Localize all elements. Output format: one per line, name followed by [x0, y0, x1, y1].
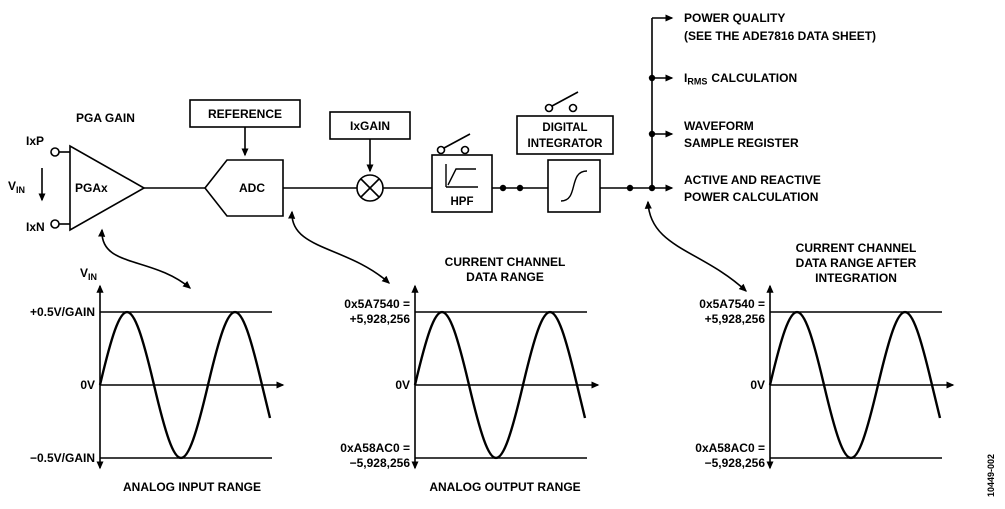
junction-dot-1	[499, 184, 507, 192]
plot3-title-2: DATA RANGE AFTER	[796, 256, 917, 270]
input-label-vin: VIN	[8, 179, 25, 195]
plot3-bottom-label-1: 0xA58AC0 =	[695, 441, 765, 455]
junction-dot-3	[626, 184, 634, 192]
label-waveform-1: WAVEFORM	[684, 119, 754, 133]
reference-label: REFERENCE	[208, 107, 282, 121]
plot2-top-label-2: +5,928,256	[350, 312, 411, 326]
digital-integrator-label-1: DIGITAL	[542, 122, 587, 134]
terminal-ixn	[50, 219, 60, 229]
output-bus	[600, 14, 674, 192]
reference-stage: REFERENCE	[189, 99, 301, 157]
plot-current-channel-data-range: CURRENT CHANNEL DATA RANGE 0x5A7540 = +5…	[340, 255, 600, 494]
figure-number-watermark: 10449-002	[986, 454, 996, 497]
plot-data-range-after-integration: CURRENT CHANNEL DATA RANGE AFTER INTEGRA…	[695, 241, 955, 470]
label-active-reactive-1: ACTIVE AND REACTIVE	[684, 173, 821, 187]
hpf-glyph-response	[447, 168, 476, 186]
plot1-caption: ANALOG INPUT RANGE	[123, 480, 261, 494]
plot1-axis-label-vin: VIN	[80, 266, 97, 282]
integrator-switch-contact-left	[544, 103, 554, 113]
ixgain-label: IxGAIN	[350, 119, 390, 133]
plot2-sine-wave	[413, 311, 587, 459]
plot1-zero-label: 0V	[80, 378, 95, 392]
plot1-sine-wave	[98, 311, 272, 459]
integrator-glyph	[560, 170, 588, 202]
hpf-stage: HPF	[431, 133, 548, 213]
plot1-bottom-label: −0.5V/GAIN	[30, 451, 95, 465]
pga-stage: PGA GAIN PGAx	[69, 111, 205, 232]
hpf-block	[431, 154, 493, 213]
hpf-label: HPF	[451, 196, 474, 208]
plot2-top-label-1: 0x5A7540 =	[344, 297, 410, 311]
plot3-zero-label: 0V	[750, 378, 765, 392]
digital-integrator-stage: DIGITAL INTEGRATOR	[516, 91, 614, 213]
junction-dot-6	[648, 74, 656, 82]
plot2-bottom-label-2: −5,928,256	[350, 456, 411, 470]
junction-dot-4	[648, 184, 656, 192]
plot2-zero-label: 0V	[395, 378, 410, 392]
multiplier-x-2	[360, 178, 380, 198]
plot3-title-3: INTEGRATION	[815, 271, 897, 285]
plot2-title-1: CURRENT CHANNEL	[445, 255, 566, 269]
integrator-switch-contact-right	[568, 103, 578, 113]
plot3-title-1: CURRENT CHANNEL	[796, 241, 917, 255]
plot2-caption: ANALOG OUTPUT RANGE	[429, 480, 580, 494]
input-label-ixp: IxP	[26, 134, 44, 148]
hpf-switch-contact-right	[460, 145, 470, 155]
callout-arrow-pga-to-plot1	[98, 228, 192, 289]
hpf-switch-contact-left	[436, 145, 446, 155]
junction-dot-5	[648, 130, 656, 138]
integrator-block	[547, 159, 601, 213]
input-label-ixn: IxN	[26, 220, 45, 234]
callout-arrow-output-to-plot3	[644, 200, 747, 292]
plot2-bottom-label-1: 0xA58AC0 =	[340, 441, 410, 455]
plot1-top-label: +0.5V/GAIN	[30, 305, 95, 319]
terminal-ixp	[50, 147, 60, 157]
ixgain-stage: IxGAIN	[329, 111, 432, 202]
pga-label: PGAx	[75, 181, 108, 195]
plot3-top-label-2: +5,928,256	[705, 312, 766, 326]
plot-analog-input-range: VIN +0.5V/GAIN 0V −0.5V/GAIN ANALOG INPU…	[30, 266, 285, 494]
plot2-title-2: DATA RANGE	[466, 270, 544, 284]
hpf-switch-lever	[443, 133, 471, 149]
digital-integrator-label-box	[516, 115, 614, 155]
adc-label: ADC	[239, 181, 265, 195]
label-active-reactive-2: POWER CALCULATION	[684, 190, 818, 204]
pga-gain-label: PGA GAIN	[76, 111, 135, 125]
input-terminals: IxP VIN IxN	[8, 134, 70, 234]
integrator-switch-lever	[551, 91, 579, 107]
junction-dot-2	[516, 184, 524, 192]
plot3-top-label-1: 0x5A7540 =	[699, 297, 765, 311]
digital-integrator-label-2: INTEGRATOR	[528, 138, 604, 150]
ixgain-box	[329, 111, 411, 140]
label-waveform-2: SAMPLE REGISTER	[684, 136, 799, 150]
callout-arrow-adc-to-plot2	[288, 210, 391, 284]
plot3-bottom-label-2: −5,928,256	[705, 456, 766, 470]
output-labels: POWER QUALITY (SEE THE ADE7816 DATA SHEE…	[684, 11, 876, 204]
label-power-quality-1: POWER QUALITY	[684, 11, 785, 25]
adc-stage: ADC	[203, 159, 357, 217]
plot3-sine-wave	[768, 311, 942, 459]
pga-amplifier	[69, 144, 146, 232]
label-power-quality-2: (SEE THE ADE7816 DATA SHEET)	[684, 29, 876, 43]
